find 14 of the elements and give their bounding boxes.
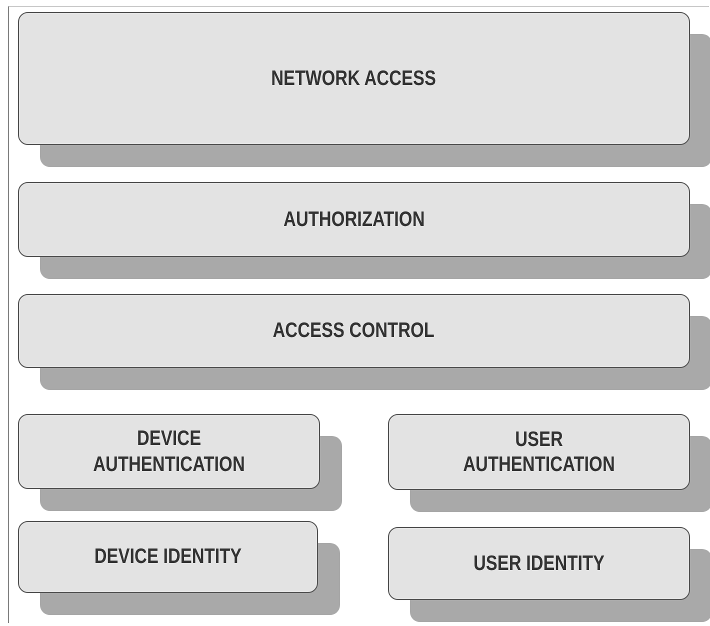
layer-label: AUTHORIZATION: [283, 206, 425, 232]
layer-block: [388, 414, 710, 512]
layer-label: ACCESS CONTROL: [273, 318, 435, 344]
layer-label: DEVICE AUTHENTICATION: [92, 426, 246, 477]
layer-label: DEVICE IDENTITY: [93, 544, 243, 570]
layer-block: [18, 294, 710, 390]
layer-label: USER AUTHENTICATION: [462, 426, 616, 478]
layer-label: USER IDENTITY: [472, 550, 606, 576]
layer-block: [18, 182, 710, 279]
layer-block: [18, 414, 342, 511]
layer-block: [18, 521, 340, 615]
layer-block: [18, 12, 710, 167]
layer-block: [388, 527, 710, 622]
layer-label: NETWORK ACCESS: [272, 66, 436, 92]
